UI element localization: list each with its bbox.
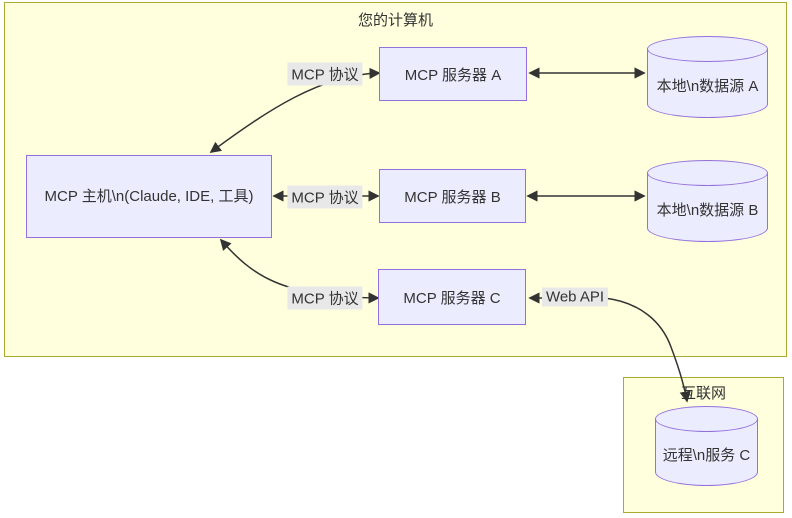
cylinder-local-datasource-b: 本地\n数据源 B (647, 160, 768, 242)
node-mcp-host-label: MCP 主机\n(Claude, IDE, 工具) (44, 187, 254, 205)
node-mcp-server-b: MCP 服务器 B (379, 169, 526, 223)
node-mcp-server-a: MCP 服务器 A (379, 47, 527, 101)
edge-label-web-api: Web API (541, 287, 609, 307)
node-mcp-host: MCP 主机\n(Claude, IDE, 工具) (26, 155, 272, 238)
node-mcp-server-a-label: MCP 服务器 A (404, 66, 502, 84)
edge-server-c-remote-service (528, 292, 691, 403)
edge-label-mcp-protocol-b: MCP 协议 (287, 185, 363, 209)
node-mcp-server-b-label: MCP 服务器 B (404, 188, 501, 206)
cylinder-local-datasource-a-label: 本地\n数据源 A (656, 77, 759, 95)
cylinder-top (647, 160, 768, 186)
cylinder-remote-service-c: 远程\n服务 C (655, 406, 758, 486)
cylinder-top (655, 406, 758, 432)
computer-cluster-title: 您的计算机 (357, 12, 433, 29)
cylinder-top (647, 36, 768, 62)
edge-label-mcp-protocol-a: MCP 协议 (287, 62, 363, 86)
node-mcp-server-c: MCP 服务器 C (378, 269, 526, 325)
cylinder-remote-service-c-label: 远程\n服务 C (662, 446, 751, 464)
node-mcp-server-c-label: MCP 服务器 C (403, 289, 501, 307)
cylinder-local-datasource-b-label: 本地\n数据源 B (656, 201, 759, 219)
cylinder-local-datasource-a: 本地\n数据源 A (647, 36, 768, 118)
edge-label-mcp-protocol-c: MCP 协议 (287, 286, 363, 310)
cylinder-body (647, 49, 768, 118)
internet-cluster-title: 互联网 (680, 385, 726, 402)
